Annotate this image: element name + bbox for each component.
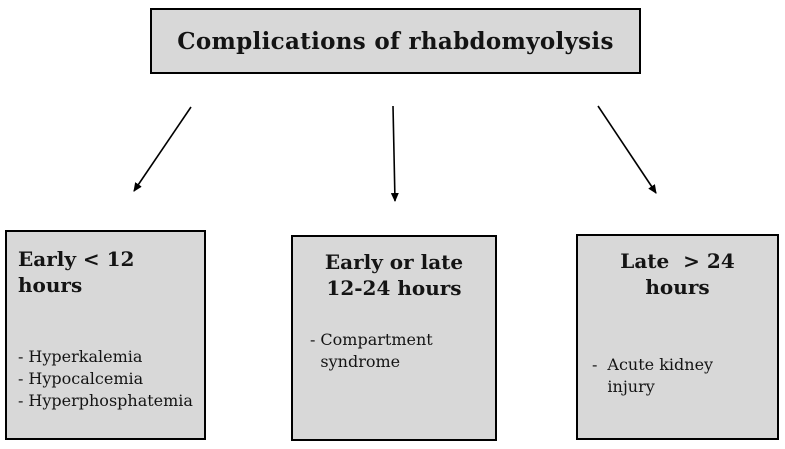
title-box: Complications of rhabdomyolysis [150, 8, 641, 74]
early-box-list: - Hyperkalemia - Hypocalcemia - Hyperpho… [18, 346, 194, 412]
bullet-dash: - [18, 347, 24, 366]
list-item: - Hyperphosphatemia [18, 390, 194, 412]
mid-box-list: - Compartment syndrome [301, 329, 487, 373]
late-box-list: - Acute kidney injury [586, 354, 769, 398]
list-item: - Hypocalcemia [18, 368, 194, 390]
list-item-text: Hyperphosphatemia [28, 391, 193, 410]
early-box-heading: Early < 12 hours [18, 247, 142, 297]
list-item-text: Hypocalcemia [28, 369, 144, 388]
early-or-late-complications-box: Early or late 12-24 hours - Compartment … [291, 235, 497, 441]
diagram-title: Complications of rhabdomyolysis [177, 27, 614, 55]
bullet-dash: - [592, 355, 598, 374]
arrow-to-early-box [133, 106, 192, 192]
arrow-to-mid-box [390, 105, 399, 202]
early-complications-box: Early < 12 hours - Hyperkalemia - Hypoca… [5, 230, 206, 440]
list-item-text: Acute kidney injury [607, 355, 714, 396]
list-item-text: Compartment syndrome [320, 330, 433, 371]
list-item-text: Hyperkalemia [28, 347, 143, 366]
late-box-heading: Late > 24 hours [620, 249, 742, 299]
list-item: - Acute kidney injury [592, 354, 769, 398]
mid-box-heading: Early or late 12-24 hours [324, 250, 464, 300]
bullet-dash: - [18, 369, 24, 388]
arrow-to-late-box [597, 105, 657, 194]
list-item: - Compartment syndrome [310, 329, 487, 373]
bullet-dash: - [310, 330, 316, 349]
late-complications-box: Late > 24 hours - Acute kidney injury [576, 234, 779, 440]
list-item: - Hyperkalemia [18, 346, 194, 368]
bullet-dash: - [18, 391, 24, 410]
